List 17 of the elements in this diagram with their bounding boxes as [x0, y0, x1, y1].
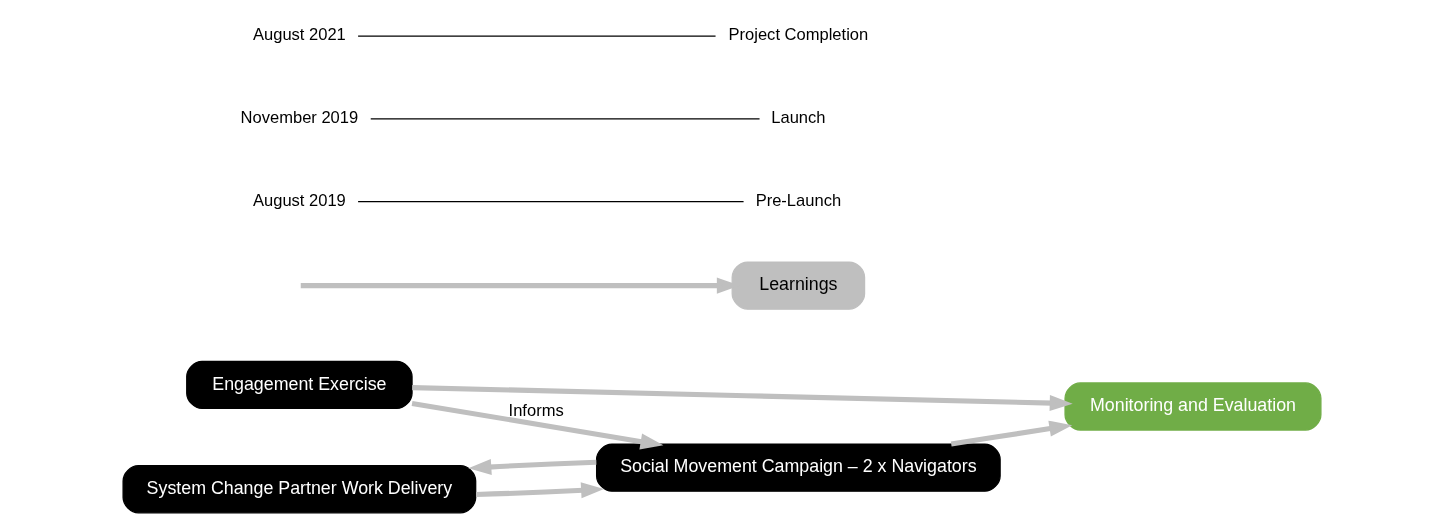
label: Project Completion [728, 25, 868, 45]
node-box: System Change Partner Work Delivery [121, 465, 476, 514]
node-box: Monitoring and Evaluation [1063, 382, 1322, 431]
node-box: Learnings [731, 261, 865, 310]
label: August 2021 [252, 25, 346, 45]
arrow [467, 458, 596, 475]
node-box: Social Movement Campaign – 2 x Navigators [595, 443, 1001, 492]
label: Pre-Launch [755, 190, 841, 210]
label: November 2019 [240, 108, 358, 128]
edge-label: Informs [508, 400, 564, 420]
arrow [950, 420, 1072, 447]
label: Launch [770, 108, 825, 128]
arrow [475, 482, 604, 499]
node-box: Engagement Exercise [185, 360, 413, 410]
arrow [411, 385, 1073, 412]
arrow [411, 400, 663, 450]
label: August 2019 [252, 190, 346, 210]
